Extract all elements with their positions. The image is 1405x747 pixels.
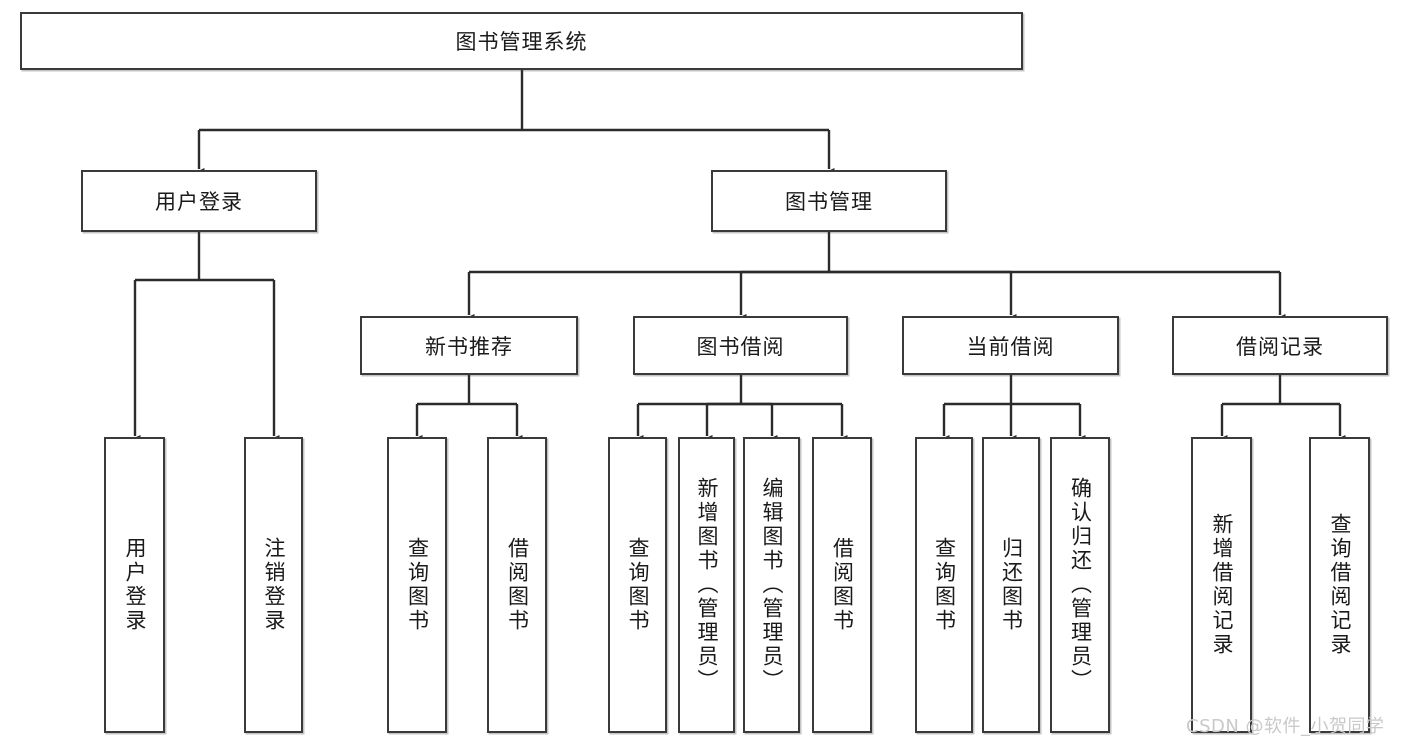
node-leaf-bor-4[interactable]: 借阅图书 xyxy=(812,437,872,733)
node-root[interactable]: 图书管理系统 xyxy=(20,12,1023,70)
node-leaf-bor-1[interactable]: 查询图书 xyxy=(608,437,667,733)
node-borrow[interactable]: 图书借阅 xyxy=(633,316,848,375)
node-label: 用户登录 xyxy=(155,190,243,214)
node-leaf-bor-3[interactable]: 编辑图书（管理员） xyxy=(743,437,800,733)
node-label: 新增借阅记录 xyxy=(1210,513,1234,657)
node-leaf-rec-1[interactable]: 新增借阅记录 xyxy=(1191,437,1252,733)
node-label: 图书管理 xyxy=(785,190,873,214)
node-leaf-rec-2[interactable]: 查询借阅记录 xyxy=(1309,437,1370,733)
node-label: 注销登录 xyxy=(262,537,286,633)
node-leaf-login-1[interactable]: 用户登录 xyxy=(104,437,165,733)
node-label: 借阅图书 xyxy=(830,537,855,633)
csdn-watermark: CSDN @软件_小贺同学 xyxy=(1186,716,1385,737)
node-label: 借阅记录 xyxy=(1236,334,1324,359)
node-login[interactable]: 用户登录 xyxy=(81,170,317,232)
node-current[interactable]: 当前借阅 xyxy=(902,316,1119,375)
node-label: 图书借阅 xyxy=(696,334,785,359)
node-leaf-cur-3[interactable]: 确认归还（管理员） xyxy=(1050,437,1110,733)
node-leaf-cur-1[interactable]: 查询图书 xyxy=(915,437,973,733)
node-label: 当前借阅 xyxy=(966,334,1055,359)
node-leaf-login-2[interactable]: 注销登录 xyxy=(244,437,303,733)
node-label: 借阅图书 xyxy=(505,537,530,633)
node-label: 查询图书 xyxy=(405,537,430,633)
node-label: 查询借阅记录 xyxy=(1328,513,1352,657)
node-label: 确认归还（管理员） xyxy=(1068,477,1093,693)
node-records[interactable]: 借阅记录 xyxy=(1172,316,1388,375)
node-label: 用户登录 xyxy=(123,537,147,633)
node-label: 查询图书 xyxy=(932,537,957,633)
node-leaf-cur-2[interactable]: 归还图书 xyxy=(982,437,1040,733)
node-leaf-bor-2[interactable]: 新增图书（管理员） xyxy=(678,437,735,733)
node-label: 归还图书 xyxy=(999,537,1024,633)
node-label: 新书推荐 xyxy=(425,334,513,359)
node-label: 查询图书 xyxy=(626,537,650,633)
node-leaf-new-1[interactable]: 查询图书 xyxy=(387,437,447,733)
node-bookmgmt[interactable]: 图书管理 xyxy=(711,170,947,232)
node-leaf-new-2[interactable]: 借阅图书 xyxy=(487,437,547,733)
node-label: 编辑图书（管理员） xyxy=(760,477,784,693)
node-label: 图书管理系统 xyxy=(455,30,588,54)
node-label: 新增图书（管理员） xyxy=(695,477,719,693)
node-newbook[interactable]: 新书推荐 xyxy=(360,316,578,375)
